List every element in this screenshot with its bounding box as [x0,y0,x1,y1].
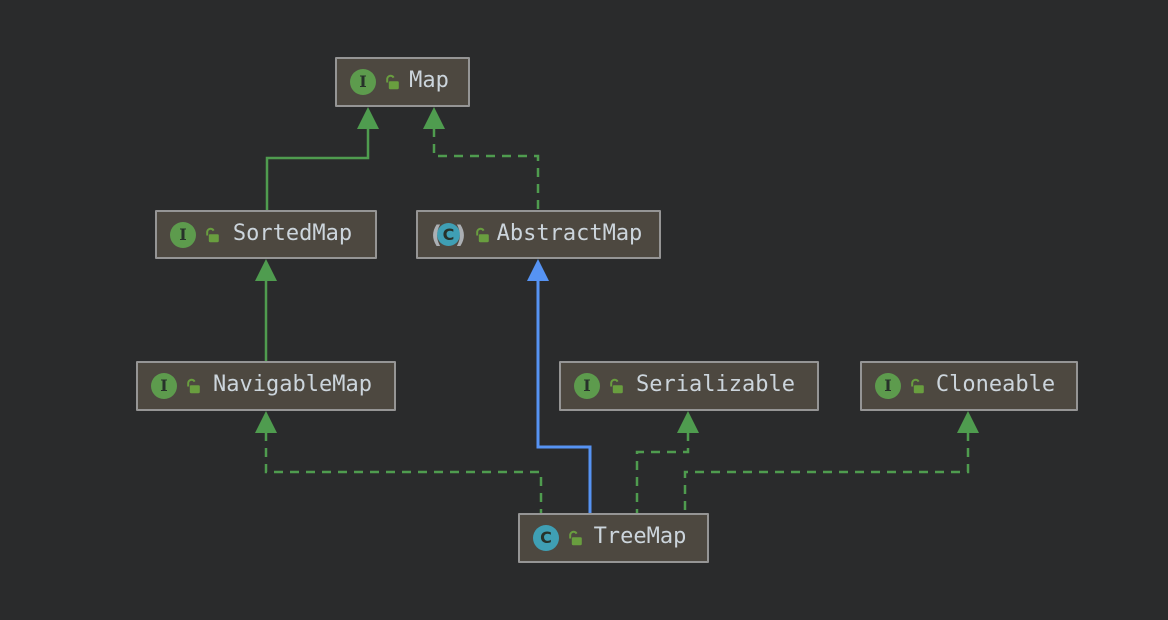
node-serializable[interactable]: I Serializable [559,361,819,411]
node-label: AbstractMap [496,220,643,246]
unlocked-icon [608,377,626,395]
node-map[interactable]: I Map [335,57,470,107]
unlocked-icon [909,377,927,395]
node-label: Map [409,68,449,93]
interface-icon: I [350,69,376,95]
edge-navigablemap-extends-sortedmap[interactable] [255,259,277,361]
unlocked-icon [474,226,492,244]
edge-abstractmap-implements-map[interactable] [423,107,540,210]
abstract-class-icon: ( C ) [431,220,466,249]
edge-sortedmap-extends-map[interactable] [265,107,379,210]
unlocked-icon [384,73,402,91]
node-label: Cloneable [935,372,1056,397]
interface-icon: I [170,221,196,248]
node-label: Serializable [636,372,795,397]
node-label: SortedMap [232,220,353,246]
edge-treemap-implements-navigablemap[interactable] [255,411,543,513]
node-abstractmap[interactable]: ( C ) AbstractMap [416,210,661,259]
node-label: NavigableMap [213,372,372,397]
unlocked-icon [567,529,585,547]
node-cloneable[interactable]: I Cloneable [860,361,1078,411]
edge-treemap-extends-abstractmap[interactable] [527,259,592,513]
interface-icon: I [875,373,901,399]
unlocked-icon [204,226,222,244]
class-icon: C [533,525,559,551]
edge-treemap-implements-serializable[interactable] [635,411,699,513]
node-sortedmap[interactable]: I SortedMap [155,210,377,259]
interface-icon: I [574,373,600,399]
node-treemap[interactable]: C TreeMap [518,513,709,563]
interface-icon: I [151,373,177,399]
node-navigablemap[interactable]: I NavigableMap [136,361,396,411]
unlocked-icon [185,377,203,395]
node-label: TreeMap [593,524,687,549]
edge-treemap-implements-cloneable[interactable] [683,411,979,513]
